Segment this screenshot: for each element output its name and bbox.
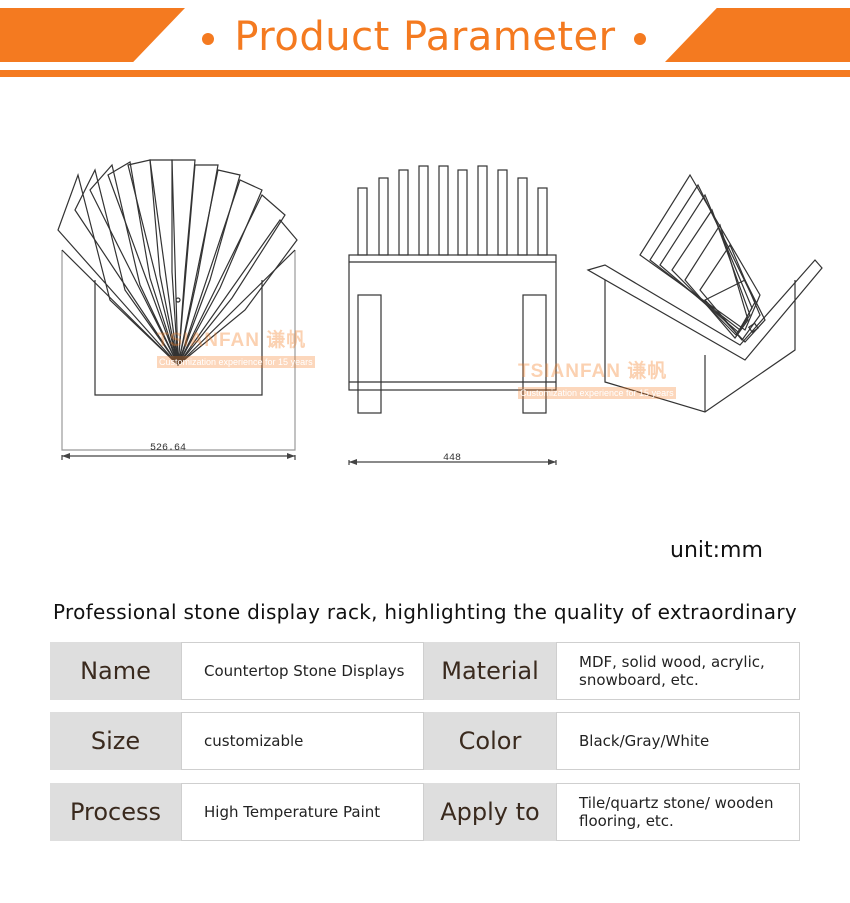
param-value: customizable <box>204 732 304 750</box>
title-bullet-right <box>634 33 646 45</box>
front-view <box>57 159 298 460</box>
page-title: Product Parameter <box>234 14 616 60</box>
param-label: Name <box>80 657 151 685</box>
title-bullet-left <box>202 33 214 45</box>
param-label: Color <box>458 727 522 755</box>
param-value-cell: Black/Gray/White <box>556 712 800 770</box>
param-value: High Temperature Paint <box>204 803 381 821</box>
param-value-cell: Tile/quartz stone/ wooden flooring, etc. <box>556 783 800 841</box>
param-label-cell: Process <box>50 783 181 841</box>
param-row: Process High Temperature Paint Apply to … <box>50 783 800 843</box>
param-label: Material <box>441 657 539 685</box>
param-value-cell: High Temperature Paint <box>181 783 424 841</box>
param-label-cell: Apply to <box>424 783 556 841</box>
watermark-tagline: Customization experience for 15 years <box>518 387 676 399</box>
param-row: Name Countertop Stone Displays Material … <box>50 642 800 702</box>
watermark-left: TSIANFAN 谦帆 Customization experience for… <box>157 325 315 370</box>
param-label-cell: Size <box>50 712 181 770</box>
watermark-right: TSIANFAN 谦帆 Customization experience for… <box>518 356 676 401</box>
param-value: Countertop Stone Displays <box>204 662 405 680</box>
param-value-cell: Countertop Stone Displays <box>181 642 424 700</box>
banner-underline <box>0 70 850 77</box>
front-dimension-label: 526.64 <box>150 443 186 454</box>
drawing-svg: 526.64 448 <box>57 159 823 465</box>
param-label-cell: Color <box>424 712 556 770</box>
param-value-cell: customizable <box>181 712 424 770</box>
param-value: Tile/quartz stone/ wooden flooring, etc. <box>579 794 774 830</box>
param-label-cell: Material <box>424 642 556 700</box>
param-row: Size customizable Color Black/Gray/White <box>50 712 800 772</box>
header-banner: Product Parameter <box>0 0 850 80</box>
technical-drawing: 526.64 448 TSIANFAN 谦帆 Customization exp… <box>0 120 850 480</box>
watermark-brand: TSIANFAN 谦帆 <box>518 361 668 382</box>
param-value: Black/Gray/White <box>579 732 710 750</box>
side-view <box>348 165 557 465</box>
watermark-brand: TSIANFAN 谦帆 <box>157 330 307 351</box>
watermark-tagline: Customization experience for 15 years <box>157 356 315 368</box>
unit-label: unit:mm <box>670 538 763 563</box>
param-label: Process <box>69 798 162 826</box>
param-label: Size <box>90 727 141 755</box>
param-value-cell: MDF, solid wood, acrylic, snowboard, etc… <box>556 642 800 700</box>
side-dimension-label: 448 <box>443 453 461 464</box>
param-label: Apply to <box>440 798 540 826</box>
param-value: MDF, solid wood, acrylic, snowboard, etc… <box>579 653 765 689</box>
product-tagline: Professional stone display rack, highlig… <box>53 600 797 624</box>
isometric-view <box>586 173 823 413</box>
param-label-cell: Name <box>50 642 181 700</box>
